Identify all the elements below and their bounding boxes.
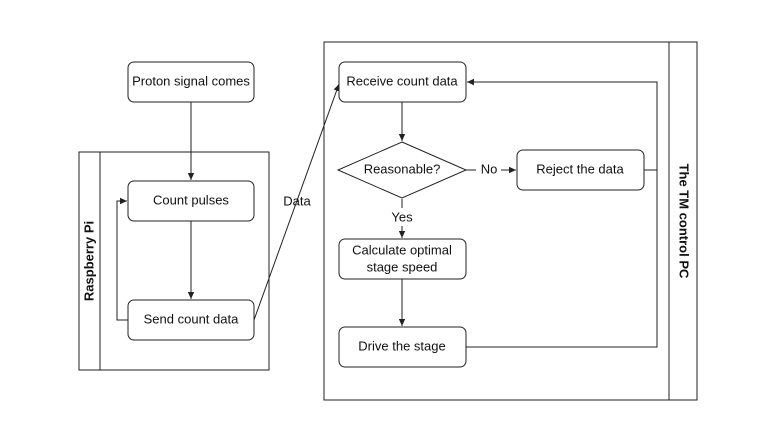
edge-label-yes: Yes: [391, 209, 413, 224]
node-calculate-line2: stage speed: [367, 259, 438, 274]
node-count-pulses-label: Count pulses: [153, 192, 229, 207]
edge-drive-to-receive: [466, 78, 658, 348]
node-reasonable-label: Reasonable?: [364, 161, 441, 176]
node-proton-signal-label: Proton signal comes: [132, 73, 250, 88]
node-receive-count-data-label: Receive count data: [346, 73, 458, 88]
edge-label-data: Data: [283, 193, 311, 208]
node-calculate-line1: Calculate optimal: [352, 242, 452, 257]
node-calculate-speed: Calculate optimal stage speed: [338, 238, 467, 280]
node-count-pulses: Count pulses: [127, 180, 255, 222]
edge-label-no: No: [481, 161, 498, 176]
edge-send-loop-to-count: [116, 197, 128, 321]
node-drive-stage-label: Drive the stage: [358, 338, 445, 353]
node-reasonable-decision: Reasonable?: [336, 141, 468, 199]
node-receive-count-data: Receive count data: [338, 61, 467, 103]
node-reject-data: Reject the data: [516, 149, 645, 191]
raspberry-pi-label: Raspberry Pi: [81, 221, 96, 301]
node-proton-signal: Proton signal comes: [127, 61, 255, 103]
node-send-count-data: Send count data: [127, 299, 255, 341]
node-drive-stage: Drive the stage: [338, 326, 467, 368]
node-send-count-data-label: Send count data: [144, 311, 239, 326]
node-reject-data-label: Reject the data: [536, 161, 624, 176]
tm-control-pc-label: The TM control PC: [677, 164, 692, 279]
edge-send-to-receive: [253, 83, 340, 321]
